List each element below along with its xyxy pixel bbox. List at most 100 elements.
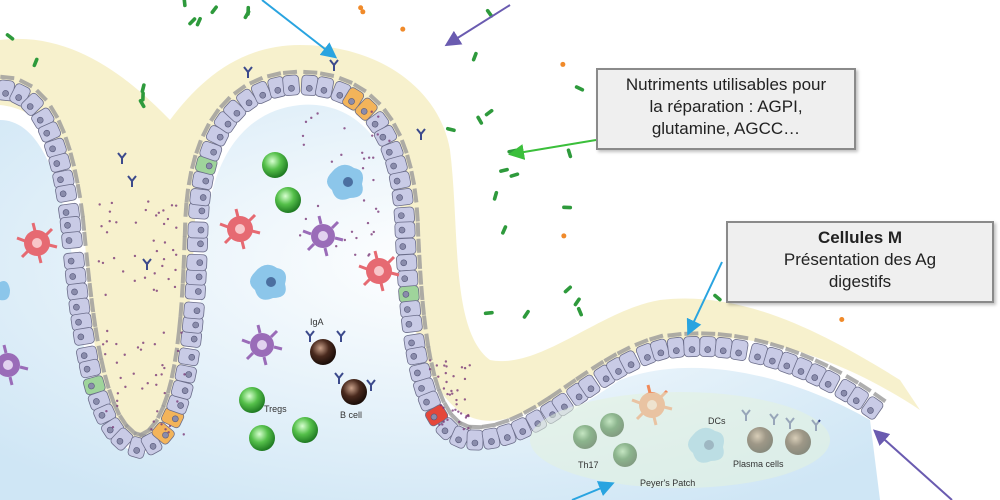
epithelial-cell xyxy=(64,267,92,286)
particle xyxy=(163,391,166,395)
particle xyxy=(455,398,458,402)
nutrient-particle xyxy=(839,316,845,322)
particle xyxy=(173,285,177,289)
particle xyxy=(445,380,448,384)
bacterium xyxy=(492,190,499,201)
bacterium xyxy=(483,310,494,316)
epithelial-cell xyxy=(44,136,72,158)
particle xyxy=(174,204,178,207)
particle xyxy=(168,424,172,428)
epithelial-cell xyxy=(180,268,207,286)
nutrient-particle xyxy=(360,9,366,15)
particle xyxy=(316,204,320,208)
particle xyxy=(304,120,308,124)
bacterium xyxy=(562,205,573,210)
epithelial-cell xyxy=(391,188,419,207)
epithelial-cell xyxy=(481,422,501,450)
epithelial-cell xyxy=(72,327,100,346)
epithelial-cell xyxy=(399,300,426,319)
bacterium xyxy=(140,83,146,94)
particle xyxy=(139,348,143,351)
particle xyxy=(442,387,446,390)
particle xyxy=(439,404,443,407)
epithelial-cell xyxy=(20,88,48,116)
particle xyxy=(438,423,441,426)
particle xyxy=(428,368,432,371)
epithelial-cell xyxy=(186,170,214,190)
particle xyxy=(101,343,105,346)
dendritic-cell-red-1 xyxy=(16,222,58,264)
m-cells-callout: Cellules M Présentation des Ag digestifs xyxy=(726,221,994,303)
particle xyxy=(132,372,135,375)
particle xyxy=(174,268,177,272)
nutrient-particle xyxy=(561,233,567,239)
particle xyxy=(155,383,158,386)
nutrient-particle xyxy=(400,26,406,32)
particle xyxy=(141,387,144,390)
epithelial-cell xyxy=(300,69,319,96)
epithelial-cell xyxy=(177,315,204,334)
bacterium xyxy=(484,108,494,117)
bacterium xyxy=(141,91,145,102)
dendritic-cell-purple-1 xyxy=(302,215,344,257)
particle xyxy=(150,428,153,431)
particle xyxy=(164,428,167,431)
epithelial-cell xyxy=(649,333,670,362)
label-plasma-cells: Plasma cells xyxy=(733,459,784,469)
particle xyxy=(154,373,158,377)
particle xyxy=(116,392,120,395)
bacterium xyxy=(574,85,585,92)
particle xyxy=(355,236,358,240)
particle xyxy=(468,364,471,367)
particle xyxy=(464,416,468,419)
goblet-cell xyxy=(83,374,111,396)
particle xyxy=(146,382,149,385)
particle xyxy=(445,365,448,368)
epithelial-cell xyxy=(48,152,76,173)
paneth-cell xyxy=(354,93,382,121)
particle xyxy=(115,399,119,403)
epithelial-cell xyxy=(388,170,417,190)
particle xyxy=(166,217,170,221)
particle xyxy=(152,420,155,423)
particle xyxy=(370,233,373,236)
epithelial-cell xyxy=(61,231,88,250)
particle xyxy=(157,211,161,215)
bacterium xyxy=(5,33,15,41)
particle xyxy=(304,217,308,221)
label-b-cell: B cell xyxy=(340,410,362,420)
particle xyxy=(161,264,164,268)
dendritic-cell-purple-2 xyxy=(241,324,283,366)
paneth-cell xyxy=(342,82,367,111)
goblet-cell xyxy=(190,154,218,175)
particle xyxy=(361,151,364,155)
bacterium xyxy=(445,126,456,133)
nutrients-line-3: glutamine, AGCC… xyxy=(651,119,801,138)
particle xyxy=(428,359,432,362)
particle xyxy=(366,221,370,225)
particle xyxy=(444,360,448,363)
epithelial-cell xyxy=(373,122,403,147)
particle xyxy=(377,115,380,118)
particle xyxy=(443,364,446,367)
label-th17: Th17 xyxy=(578,460,599,470)
b-cell-2 xyxy=(341,379,367,405)
particle xyxy=(174,253,178,256)
bacterium xyxy=(476,115,484,125)
epithelial-cell xyxy=(218,95,247,123)
particle xyxy=(362,199,366,202)
bacterium xyxy=(573,297,581,307)
particle xyxy=(98,203,101,206)
particle xyxy=(154,214,158,217)
particle xyxy=(105,409,108,413)
epithelial-cell xyxy=(169,364,197,384)
particle xyxy=(316,112,319,115)
bacterium xyxy=(566,148,573,159)
epithelial-cell xyxy=(76,345,104,365)
epithelial-cell xyxy=(59,216,87,234)
particle xyxy=(450,389,453,393)
particle xyxy=(100,224,103,228)
particle xyxy=(452,375,455,378)
epithelial-cell xyxy=(165,379,194,400)
dendritic-cell-red-2 xyxy=(219,208,261,250)
